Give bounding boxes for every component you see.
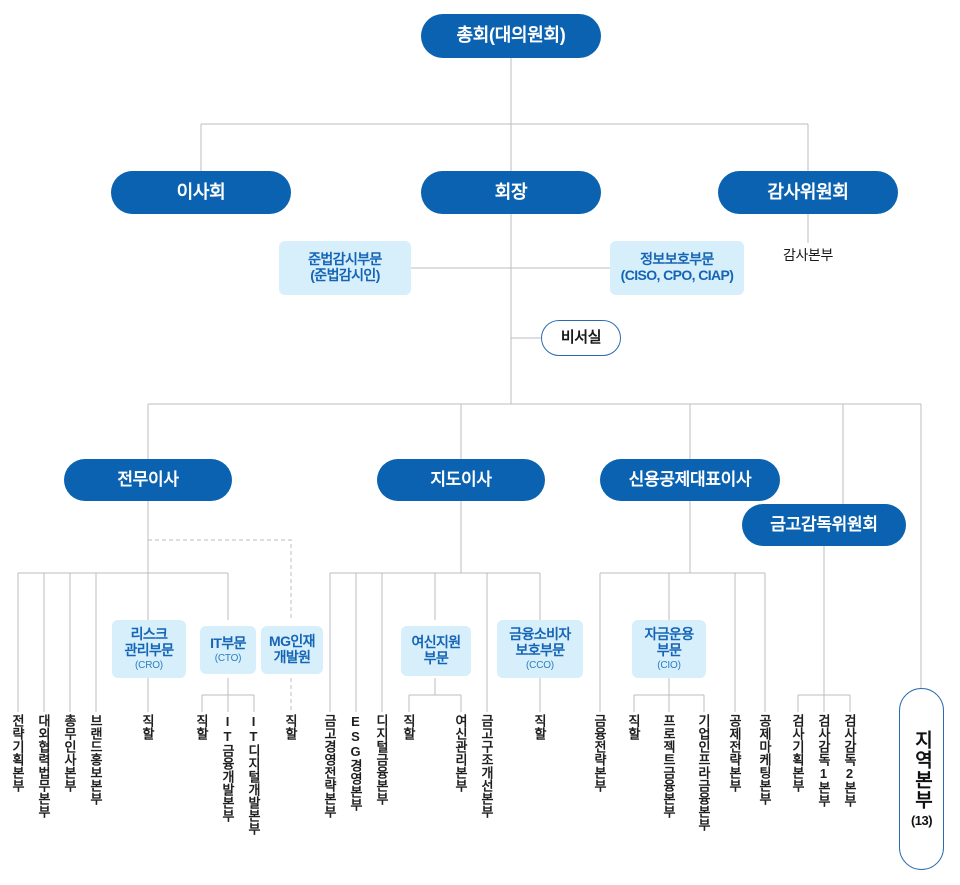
- node-regional-headquarters[interactable]: 지역본부 (13): [899, 688, 944, 870]
- leaf-strategy-planning: 전략기획본부: [10, 714, 25, 792]
- it-line-1: IT부문: [210, 635, 246, 652]
- mg-hrd-line-1: MG인재: [269, 633, 316, 650]
- mg-hrd-line-2: 개발원: [273, 649, 311, 665]
- node-risk-management-division[interactable]: 리스크 관리부문 (CRO): [112, 620, 186, 678]
- leaf-direct-it: 직할: [194, 714, 209, 740]
- leaf-corp-infra-finance: 기업인프라금융본부: [696, 714, 711, 831]
- consumer-line-1: 금융소비자: [509, 626, 571, 643]
- leaf-it-digital-dev: IT디지털개발본부: [246, 714, 261, 835]
- leaf-credit-mgmt: 여신관리본부: [453, 714, 468, 792]
- leaf-direct-fund: 직할: [626, 714, 641, 740]
- leaf-project-finance: 프로젝트금융본부: [661, 714, 676, 818]
- node-general-assembly[interactable]: 총회(대의원회): [421, 14, 601, 58]
- node-chairman[interactable]: 회장: [421, 171, 601, 214]
- fund-line-2: 부문: [656, 641, 682, 658]
- node-it-division[interactable]: IT부문 (CTO): [200, 626, 256, 674]
- compliance-line-2: (준법감시인): [310, 267, 380, 283]
- leaf-esg-mgmt: ESG경영본부: [348, 714, 363, 811]
- risk-line-1: 리스크: [130, 626, 168, 643]
- infosec-line-2: (CISO, CPO, CIAP): [620, 267, 734, 283]
- regional-hq-count: (13): [910, 812, 933, 828]
- it-sub: (CTO): [214, 652, 242, 664]
- leaf-finance-strategy: 금융전략본부: [592, 714, 607, 792]
- leaf-mutualaid-strategy: 공제전략본부: [727, 714, 742, 792]
- node-audit-committee[interactable]: 감사위원회: [718, 171, 898, 214]
- infosec-line-1: 정보보호부문: [640, 251, 714, 268]
- compliance-line-1: 준법감시부문: [308, 251, 382, 268]
- risk-line-2: 관리부문: [124, 641, 174, 658]
- leaf-inspection-planning: 검사기획본부: [790, 714, 805, 792]
- node-credit-support-division[interactable]: 여신지원 부문: [401, 626, 471, 676]
- risk-sub: (CRO): [135, 659, 163, 671]
- node-audit-headquarters: 감사본부: [783, 246, 833, 263]
- fund-sub: (CIO): [657, 659, 681, 671]
- node-guidance-director[interactable]: 지도이사: [377, 459, 545, 501]
- regional-hq-label: 지역본부: [911, 729, 933, 810]
- node-executive-director[interactable]: 전무이사: [64, 459, 232, 501]
- leaf-inspection-2: 검사감독2본부: [842, 714, 857, 807]
- node-consumer-protection-division[interactable]: 금융소비자 보호부문 (CCO): [497, 620, 583, 678]
- consumer-line-2: 보호부문: [515, 641, 565, 658]
- leaf-general-hr: 총무인사본부: [62, 714, 77, 792]
- leaf-direct-consumer: 직할: [532, 714, 547, 740]
- leaf-vault-restructuring: 금고구조개선본부: [479, 714, 494, 818]
- leaf-digital-finance: 디지털금융본부: [374, 714, 389, 805]
- node-fund-management-division[interactable]: 자금운용 부문 (CIO): [632, 620, 706, 678]
- leaf-vault-mgmt-strategy: 금고경영전략본부: [322, 714, 337, 818]
- credit-support-line-1: 여신지원: [411, 634, 461, 651]
- leaf-mutualaid-marketing: 공제마케팅본부: [757, 714, 772, 805]
- node-compliance-division[interactable]: 준법감시부문 (준법감시인): [279, 241, 411, 295]
- leaf-it-finance-dev: IT금융개발본부: [220, 714, 235, 822]
- node-secretariat[interactable]: 비서실: [541, 320, 621, 356]
- node-mg-hrd-institute[interactable]: MG인재 개발원: [261, 626, 323, 674]
- leaf-direct-credit-support: 직할: [401, 714, 416, 740]
- credit-support-line-2: 부문: [423, 650, 449, 666]
- node-board-of-directors[interactable]: 이사회: [111, 171, 291, 214]
- node-infosec-division[interactable]: 정보보호부문 (CISO, CPO, CIAP): [610, 241, 744, 295]
- leaf-external-legal: 대외협력법무본부: [36, 714, 51, 818]
- leaf-inspection-1: 검사감독1본부: [816, 714, 831, 807]
- node-vault-supervision-committee[interactable]: 금고감독위원회: [742, 504, 906, 546]
- fund-line-1: 자금운용: [644, 626, 694, 643]
- leaf-direct-mg: 직할: [283, 714, 298, 740]
- consumer-sub: (CCO): [526, 659, 554, 671]
- leaf-brand-pr: 브랜드홍보본부: [88, 714, 103, 805]
- leaf-direct-risk: 직할: [140, 714, 155, 740]
- node-credit-mutualaid-ceo[interactable]: 신용공제대표이사: [600, 459, 780, 501]
